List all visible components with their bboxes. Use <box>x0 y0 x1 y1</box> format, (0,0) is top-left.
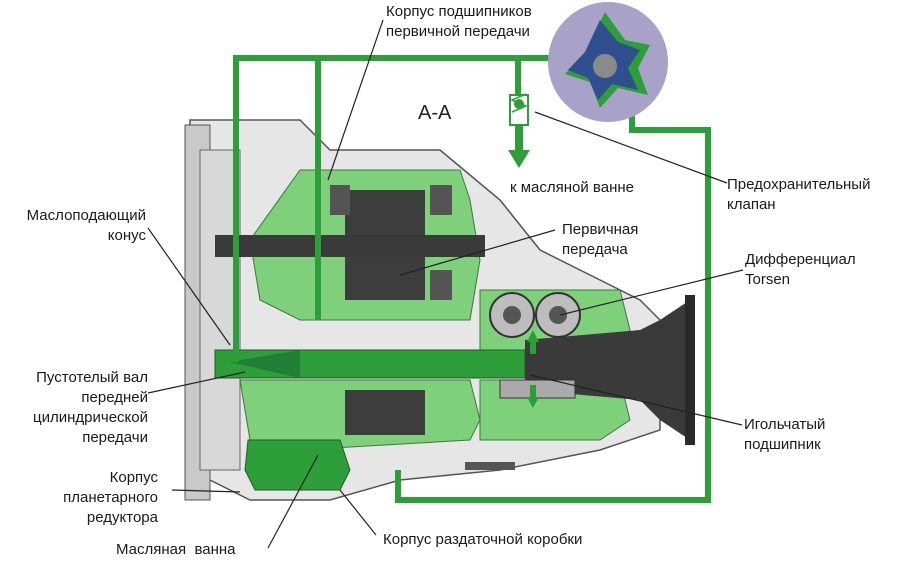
leader-lines <box>147 19 744 549</box>
section-label: A-A <box>418 102 452 124</box>
label-needle-bearing: Игольчатый подшипник <box>744 416 826 453</box>
relief-valve <box>508 93 530 168</box>
label-hollow-shaft: Пустотелый вал передней цилиндрической п… <box>33 369 148 446</box>
label-oil-cone: Маслоподающий конус <box>26 207 146 244</box>
label-primary-gear: Первичная передача <box>562 221 639 258</box>
label-to-oil-sump: к масляной ванне <box>510 179 634 196</box>
label-oil-bath: Масляная ванна <box>116 541 236 558</box>
shafts <box>214 235 695 445</box>
housing-bolt <box>465 462 515 470</box>
label-torsen: Дифференциал Torsen <box>745 251 856 288</box>
flow-arrows <box>527 330 539 408</box>
oil-pump <box>548 2 668 122</box>
oil-lines <box>233 55 711 503</box>
label-planetary-housing: Корпус планетарного редуктора <box>63 469 158 526</box>
label-bearing-housing: Корпус подшипников первичной передачи <box>386 3 532 40</box>
label-transfer-housing: Корпус раздаточной коробки <box>383 531 583 548</box>
torsen-gears <box>489 292 581 399</box>
label-relief-valve: Предохранительный клапан <box>727 176 871 213</box>
